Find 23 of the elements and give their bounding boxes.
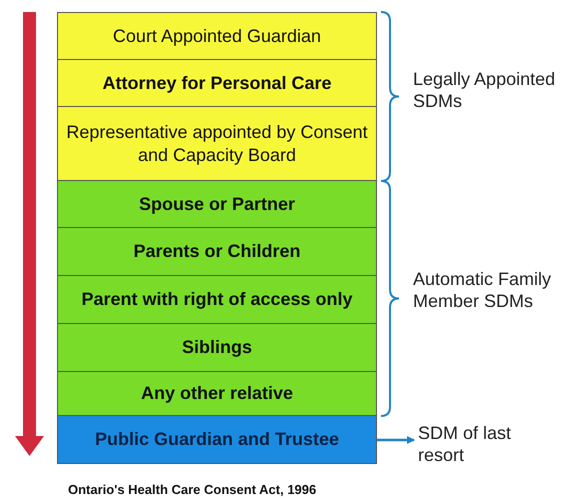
row-label: Parents or Children <box>133 240 301 263</box>
hierarchy-row <box>57 12 377 60</box>
arrow <box>377 436 415 444</box>
hierarchy-row <box>57 276 377 324</box>
hierarchy-row <box>57 324 377 372</box>
row-label: Court Appointed Guardian <box>112 24 322 48</box>
row-label: Public Guardian and Trustee <box>94 428 340 451</box>
hierarchy-row <box>57 60 377 107</box>
group-label: Automatic Family Member SDMs <box>413 268 552 312</box>
hierarchy-row <box>57 372 377 416</box>
hierarchy-row <box>57 107 377 181</box>
hierarchy-row <box>57 228 377 276</box>
note-text: SDM of last resort <box>418 423 512 465</box>
hierarchy-row <box>57 181 377 228</box>
row-label: Parent with right of access only <box>81 288 353 311</box>
row-label: Representative appointed by Consent and Capacity Board <box>65 120 369 166</box>
row-label: Siblings <box>182 336 252 359</box>
caption: Ontario's Health Care Consent Act, 1996 <box>68 482 316 497</box>
hierarchy-row <box>57 416 377 464</box>
group-label: Legally Appointed SDMs <box>413 68 556 112</box>
row-label: Spouse or Partner <box>138 192 296 216</box>
row-label: Attorney for Personal Care <box>102 72 332 94</box>
row-label: Any other relative <box>140 382 294 405</box>
